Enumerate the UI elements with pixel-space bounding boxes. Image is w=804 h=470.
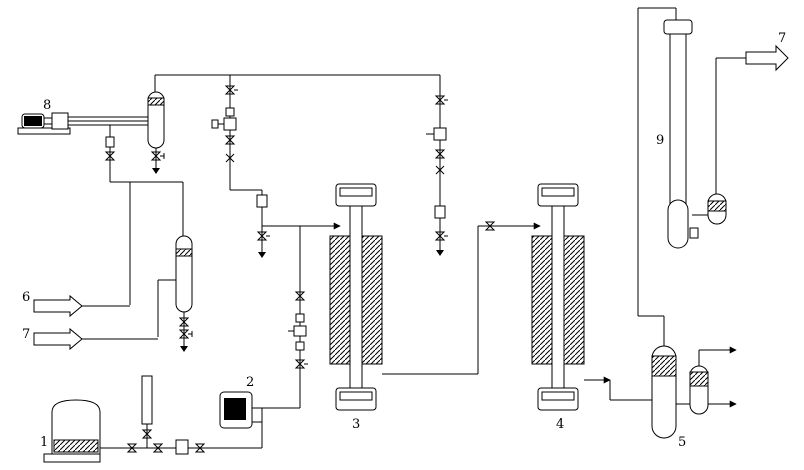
compressor-8 — [17, 112, 148, 135]
reactor-link — [382, 75, 541, 375]
line-to-5 — [609, 380, 652, 401]
top-header-pipe — [154, 74, 440, 92]
label-4: 4 — [556, 417, 564, 432]
inlet-arrow-6 — [33, 294, 130, 318]
label-2: 2 — [246, 375, 254, 390]
reactor-4 — [531, 183, 611, 411]
label-1: 1 — [40, 435, 48, 450]
label-9: 9 — [656, 133, 664, 148]
valve-train-left — [211, 75, 341, 408]
gas-line-8 — [104, 125, 184, 305]
label-7-left: 7 — [22, 327, 30, 342]
reactor-3 — [329, 183, 383, 411]
label-7-right: 7 — [778, 31, 786, 46]
label-3: 3 — [352, 417, 360, 432]
pump-2 — [216, 391, 263, 449]
label-8: 8 — [43, 98, 51, 113]
valve-train-pump-2 — [262, 291, 308, 409]
label-6: 6 — [22, 290, 30, 305]
column-9 — [663, 8, 789, 249]
inlet-arrow-7 — [33, 327, 158, 351]
label-5: 5 — [678, 435, 686, 450]
separator-5 — [637, 7, 737, 439]
feed-tank-1 — [43, 375, 216, 463]
upper-separator — [147, 91, 165, 174]
lower-separator — [157, 235, 193, 352]
